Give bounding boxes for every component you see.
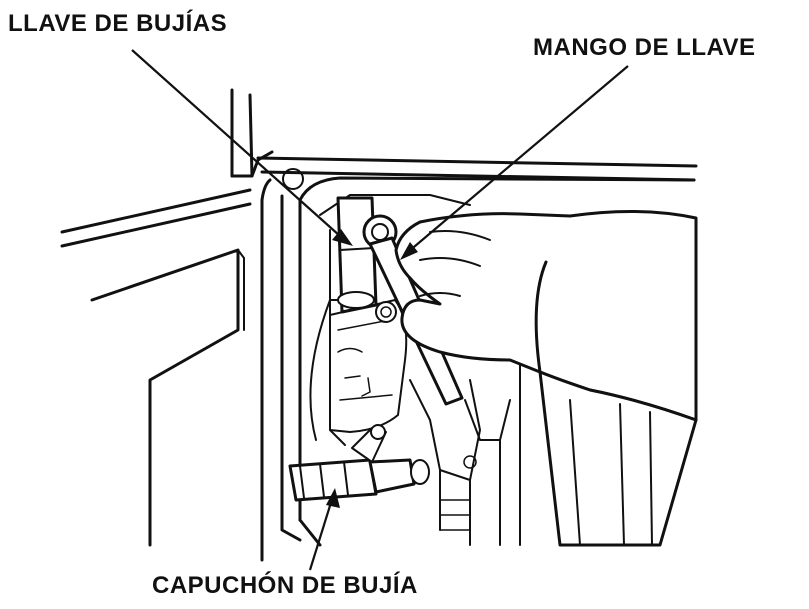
- spark-plug-wrench-label: LLAVE DE BUJÍAS: [8, 10, 228, 37]
- spark-plug-cap-label: CAPUCHÓN DE BUJÍA: [152, 572, 418, 599]
- spark-plug-wrench-tube: [336, 196, 378, 314]
- leader-lines: [131, 49, 629, 571]
- left-housing-panel: [60, 88, 274, 547]
- wrench-handle-label: MANGO DE LLAVE: [533, 34, 756, 61]
- hand-with-sleeve: [394, 209, 698, 547]
- engine-cavity: [309, 194, 521, 546]
- spark-plug-cap: [288, 424, 430, 502]
- opening-frame: [256, 156, 698, 562]
